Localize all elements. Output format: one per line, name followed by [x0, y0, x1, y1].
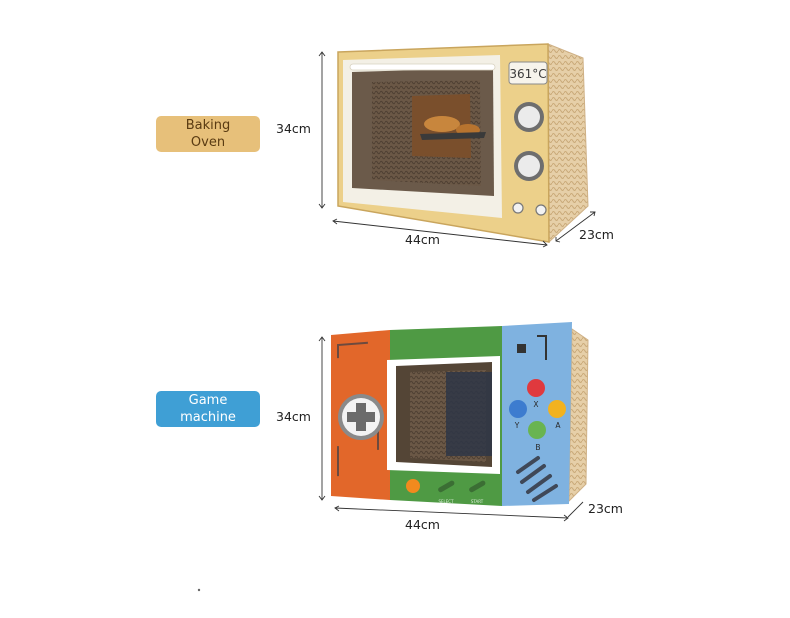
- oven-width-label: 44cm: [405, 232, 440, 247]
- speck: [197, 588, 201, 592]
- y-button-label: Y: [514, 421, 520, 430]
- oven-small-button: [535, 204, 547, 216]
- game-side-panel: [568, 328, 589, 503]
- oven-scratcher: 361°C: [318, 43, 596, 248]
- oven-depth-label: 23cm: [579, 227, 614, 242]
- baking-oven-tag-line1: Baking: [185, 118, 231, 133]
- game-orange-button: [406, 479, 420, 493]
- b-button: [528, 421, 546, 439]
- power-square-icon: [517, 344, 526, 353]
- game-machine-tag-line1: Game: [188, 393, 228, 408]
- x-button: [527, 379, 545, 397]
- y-button: [509, 400, 527, 418]
- baking-oven-tag-line2: Oven: [190, 135, 226, 150]
- knob-icon: [518, 106, 540, 128]
- game-machine-scratcher: SELECT START X Y A B: [318, 322, 589, 522]
- game-height-label: 34cm: [276, 409, 311, 424]
- speaker-grill-icon: [516, 456, 558, 502]
- dpad-cross: [347, 403, 375, 431]
- knob-icon: [518, 155, 540, 177]
- baking-oven-tag: Baking Oven: [156, 116, 260, 152]
- select-button: [438, 480, 455, 493]
- game-depth-label: 23cm: [588, 501, 623, 516]
- game-width-label: 44cm: [405, 517, 440, 532]
- game-back-wall: [446, 372, 492, 456]
- select-label: SELECT: [438, 499, 454, 504]
- oven-temperature-display: 361°C: [509, 67, 546, 81]
- game-machine-tag: Game machine: [156, 391, 260, 427]
- a-button: [548, 400, 566, 418]
- oven-dimension-lines: [318, 51, 596, 248]
- bread-icon: [424, 116, 460, 132]
- start-button: [469, 480, 486, 493]
- a-button-label: A: [555, 421, 561, 430]
- oven-display-box: [508, 61, 548, 85]
- oven-handle: [349, 63, 496, 71]
- panel-border-icon: [537, 335, 547, 360]
- oven-side-panel: [547, 43, 589, 244]
- oven-height-label: 34cm: [276, 121, 311, 136]
- game-panel-border: [337, 340, 379, 490]
- b-button-label: B: [535, 443, 540, 452]
- game-dimension-lines: [318, 336, 584, 522]
- x-button-label: X: [533, 400, 538, 409]
- game-right-panel: [502, 322, 572, 506]
- oven-tray: [420, 132, 486, 140]
- oven-small-button: [512, 202, 524, 214]
- game-machine-tag-line2: machine: [180, 410, 236, 425]
- start-label: START: [471, 499, 484, 504]
